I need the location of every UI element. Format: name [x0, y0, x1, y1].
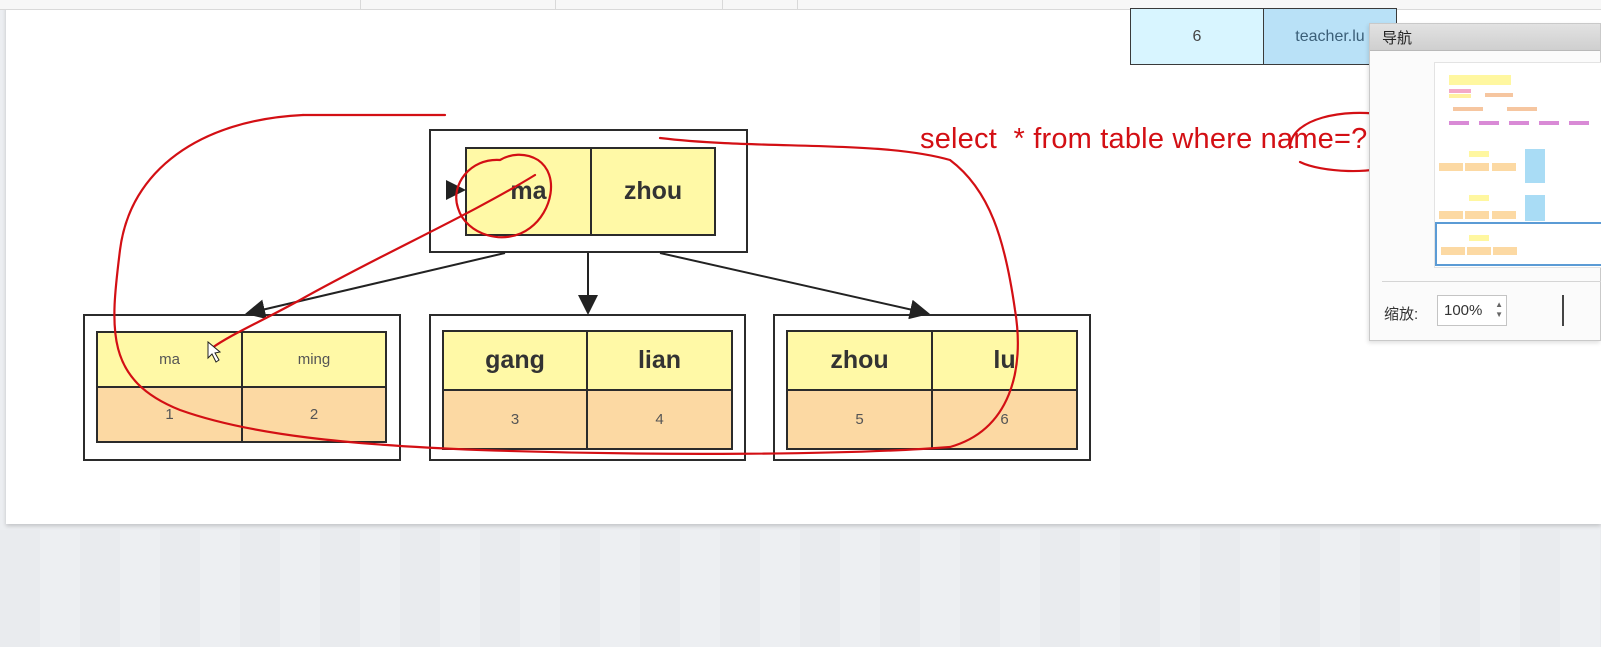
sql-annotation: select * from table where name=?	[920, 123, 1368, 155]
top-ruler	[0, 0, 1601, 10]
leaf-1-value-1[interactable]: 1	[96, 386, 243, 443]
navigator-divider	[1382, 281, 1601, 282]
navigator-panel[interactable]: 导航	[1369, 23, 1601, 341]
navigator-title[interactable]: 导航	[1370, 24, 1600, 51]
leaf-2-value-2[interactable]: 4	[586, 389, 733, 450]
zoom-value: 100%	[1444, 302, 1483, 319]
root-key-2[interactable]: zhou	[590, 147, 716, 236]
table-cell-id[interactable]: 6	[1130, 8, 1264, 65]
navigator-thumbnail	[1435, 75, 1601, 266]
leaf-2-key-2[interactable]: lian	[586, 330, 733, 391]
leaf-1-key-1[interactable]: ma	[96, 331, 243, 388]
ruler-tick	[722, 0, 723, 9]
leaf-3-value-2[interactable]: 6	[931, 389, 1078, 450]
leaf-1-key-2[interactable]: ming	[241, 331, 387, 388]
ruler-tick	[360, 0, 361, 9]
leaf-3-key-1[interactable]: zhou	[786, 330, 933, 391]
zoom-label: 缩放:	[1384, 306, 1419, 323]
navigator-preview[interactable]	[1434, 62, 1601, 268]
leaf-3-value-1[interactable]: 5	[786, 389, 933, 450]
desktop-background	[0, 530, 1601, 647]
zoom-input[interactable]: 100% ▲▼	[1437, 295, 1507, 326]
ruler-tick	[555, 0, 556, 9]
zoom-spinner-icon[interactable]: ▲▼	[1495, 300, 1503, 319]
ruler-tick	[797, 0, 798, 9]
leaf-2-key-1[interactable]: gang	[442, 330, 588, 391]
leaf-1-value-2[interactable]: 2	[241, 386, 387, 443]
root-key-1[interactable]: ma	[465, 147, 592, 236]
leaf-3-key-2[interactable]: lu	[931, 330, 1078, 391]
navigator-viewport[interactable]	[1435, 222, 1601, 266]
leaf-2-value-1[interactable]: 3	[442, 389, 588, 450]
navigator-fit-button[interactable]	[1562, 295, 1574, 326]
